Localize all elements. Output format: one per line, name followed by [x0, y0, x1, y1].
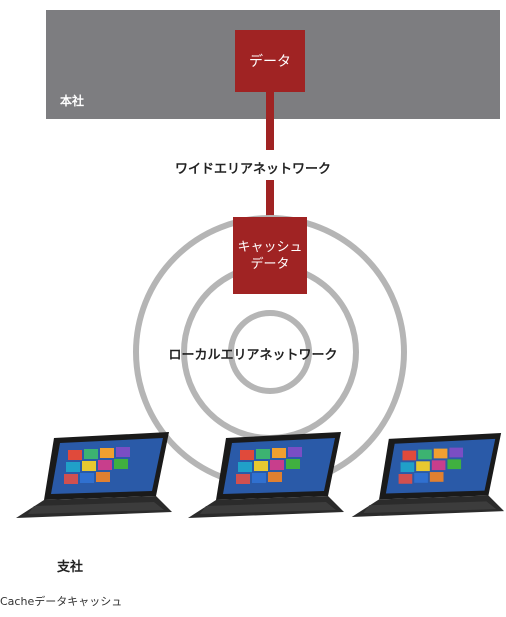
laptop-icon — [351, 432, 505, 517]
caption: Cacheデータキャッシュ — [0, 595, 123, 608]
wan-label: ワイドエリアネットワーク — [174, 162, 331, 177]
laptop-icon — [16, 432, 172, 518]
wan-link-lower — [266, 180, 274, 220]
cache-data-box: キャッシュ データ — [233, 217, 307, 294]
branch-label: 支社 — [57, 560, 84, 575]
data-box: データ — [235, 30, 305, 92]
lan-label: ローカルエリアネットワーク — [168, 348, 338, 363]
head-office-label: 本社 — [60, 94, 85, 108]
cache-box-line1: キャッシュ — [237, 239, 303, 255]
data-box-label: データ — [249, 54, 291, 70]
wan-link-upper — [266, 92, 274, 150]
cache-box-line2: データ — [250, 256, 290, 272]
laptop-icon — [188, 432, 344, 518]
inner-ring — [228, 310, 312, 394]
